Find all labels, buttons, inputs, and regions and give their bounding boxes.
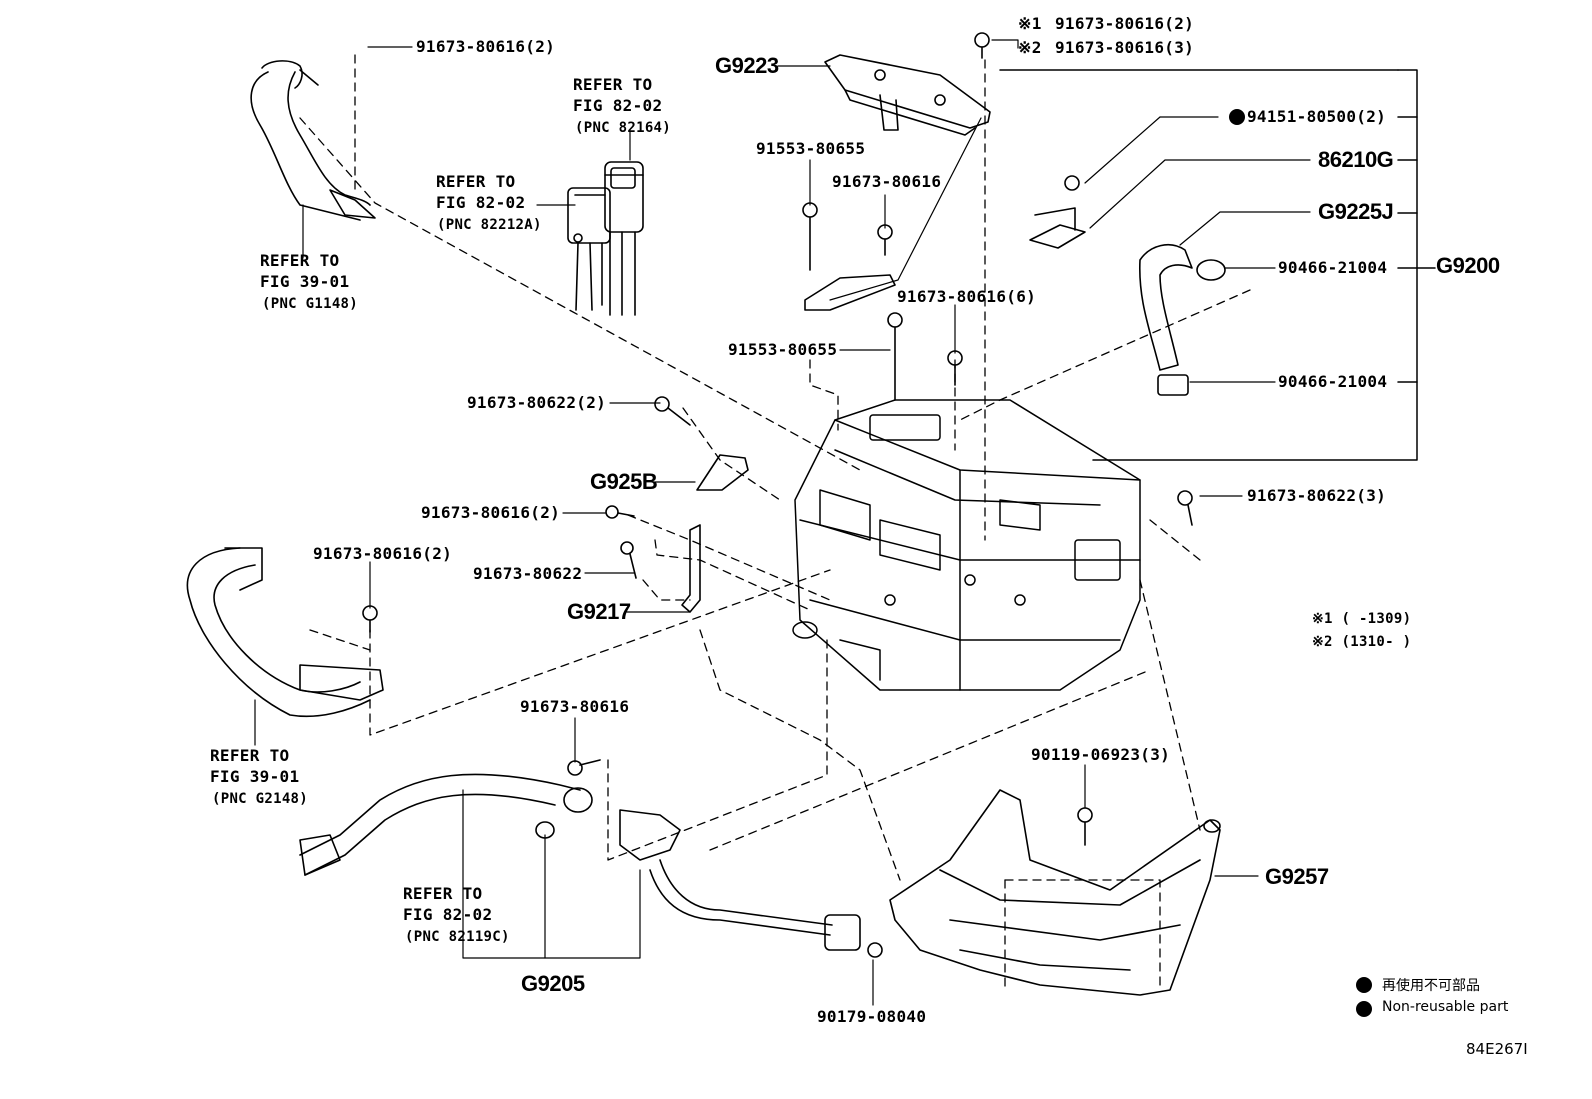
part-91673-80616-2-top: 91673-80616(2) (416, 37, 556, 56)
hose-g9225j (1138, 244, 1226, 396)
refer-fig-label: FIG 39-01 (260, 272, 350, 291)
part-g9225j: G9225J (1318, 199, 1394, 224)
part-91673-80616-mid: 91673-80616 (832, 172, 942, 191)
range-note-2: ※2 (1310- ) (1312, 634, 1412, 650)
bolt-top-right (974, 32, 990, 59)
bracket-g925b (696, 454, 749, 491)
refer-to-label: REFER TO (260, 251, 340, 270)
figure-code: 84E267I (1466, 1040, 1528, 1058)
part-91673-80616-2-right: 91673-80616(2) (1055, 14, 1195, 33)
bracket-g9257 (889, 789, 1221, 996)
part-91673-80622-3: 91673-80622(3) (1247, 486, 1387, 505)
left-top-hose (250, 60, 376, 221)
legend-jp-text: 再使用不可部品 (1382, 978, 1480, 994)
inverter-assembly (792, 399, 1141, 691)
bracket-86210g (1029, 175, 1086, 249)
part-91673-80616-2-left: 91673-80616(2) (313, 544, 453, 563)
part-91673-80616-3-right: 91673-80616(3) (1055, 38, 1195, 57)
part-90466-21004-b: 90466-21004 (1278, 372, 1388, 391)
part-91673-80616-2-mid: 91673-80616(2) (421, 503, 561, 522)
part-90119-06923-3: 90119-06923(3) (1031, 745, 1171, 764)
mark-1: ※1 (1018, 14, 1042, 33)
g9223-cover (824, 54, 991, 136)
sensor-g9205 (619, 809, 883, 958)
refer-fig-label: FIG 39-01 (210, 767, 300, 786)
part-90179-08040: 90179-08040 (817, 1007, 927, 1026)
part-g925b: G925B (590, 469, 658, 494)
refer-to-label: REFER TO (403, 884, 483, 903)
legend-dot-en (1356, 1001, 1372, 1017)
refer-fig-label: FIG 82-02 (403, 905, 493, 924)
g9200-bracket (999, 69, 1436, 461)
refer-pnc-label: (PNC 82164) (575, 120, 672, 136)
part-86210g: 86210G (1318, 147, 1394, 172)
part-91673-80622-2: 91673-80622(2) (467, 393, 607, 412)
bolt-mid-left (605, 505, 637, 579)
part-90466-21004-a: 90466-21004 (1278, 258, 1388, 277)
part-94151-80500-2: 94151-80500(2) (1247, 107, 1387, 126)
refer-to-label: REFER TO (436, 172, 516, 191)
non-reusable-dot (1229, 109, 1245, 125)
bolts-middle (802, 202, 963, 401)
connector-82164 (604, 161, 644, 316)
part-g9223: G9223 (715, 53, 779, 78)
refer-pnc-label: (PNC G2148) (212, 791, 309, 807)
connector-82212a (567, 187, 611, 311)
part-g9217: G9217 (567, 599, 631, 624)
bolt-right (1177, 490, 1193, 526)
part-91553-80655-b: 91553-80655 (728, 340, 838, 359)
mark-2: ※2 (1018, 38, 1042, 57)
refer-pnc-label: (PNC G1148) (262, 296, 359, 312)
bracket-g9217 (681, 524, 701, 613)
part-g9200: G9200 (1436, 253, 1500, 278)
part-g9205: G9205 (521, 971, 585, 996)
part-91673-80616-bottom: 91673-80616 (520, 697, 630, 716)
refer-to-label: REFER TO (210, 746, 290, 765)
part-91553-80655-a: 91553-80655 (756, 139, 866, 158)
dashed-guide-lines (299, 54, 1251, 991)
range-note-1: ※1 ( -1309) (1312, 611, 1412, 627)
leader-lines (254, 39, 1311, 1006)
refer-to-label: REFER TO (573, 75, 653, 94)
legend-dot-jp (1356, 977, 1372, 993)
refer-fig-label: FIG 82-02 (573, 96, 663, 115)
bolt-91673-80622-2 (654, 396, 691, 426)
refer-fig-label: FIG 82-02 (436, 193, 526, 212)
cable-82119c (299, 759, 601, 876)
left-bottom-hose (186, 547, 384, 718)
legend-en-text: Non-reusable part (1382, 999, 1509, 1015)
part-91673-80622: 91673-80622 (473, 564, 583, 583)
part-91673-80616-6: 91673-80616(6) (897, 287, 1037, 306)
refer-pnc-label: (PNC 82119C) (405, 929, 510, 945)
refer-pnc-label: (PNC 82212A) (437, 217, 542, 233)
part-g9257: G9257 (1265, 864, 1329, 889)
